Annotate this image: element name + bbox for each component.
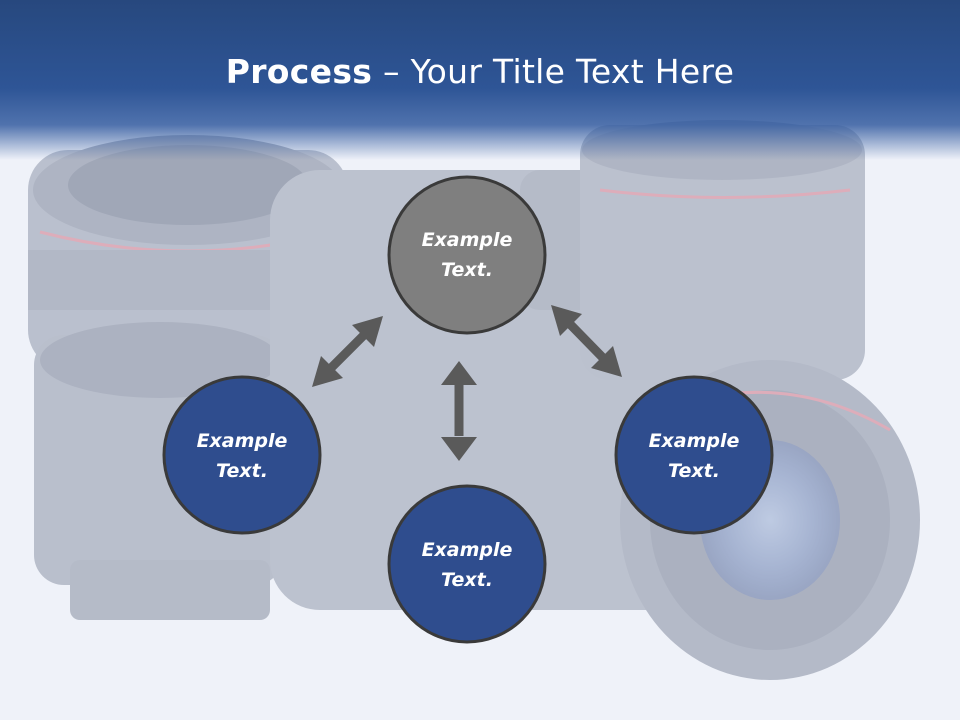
arrow-top-right [551,305,622,377]
node-top-line2: Text. [441,259,493,281]
arrow-top-left [312,316,383,387]
node-left-line1: Example [197,430,288,452]
node-bottom-circle [387,484,547,644]
node-left[interactable]: Example Text. [162,375,322,535]
node-top-line1: Example [422,229,513,251]
title-bold-part: Process [225,52,373,91]
node-right[interactable]: Example Text. [614,375,774,535]
node-bottom[interactable]: Example Text. [387,484,547,644]
header-band [0,0,960,160]
node-bottom-line1: Example [422,539,513,561]
node-right-circle [614,375,774,535]
title-rest-part: – Your Title Text Here [372,52,735,91]
arrow-vertical [441,361,477,461]
slide-title: Process – Your Title Text Here [0,52,960,91]
node-bottom-line2: Text. [441,569,493,591]
node-right-line2: Text. [668,460,720,482]
node-left-circle [162,375,322,535]
node-left-line2: Text. [216,460,268,482]
node-top-circle [387,175,547,335]
node-right-line1: Example [649,430,740,452]
node-top[interactable]: Example Text. [387,175,547,335]
